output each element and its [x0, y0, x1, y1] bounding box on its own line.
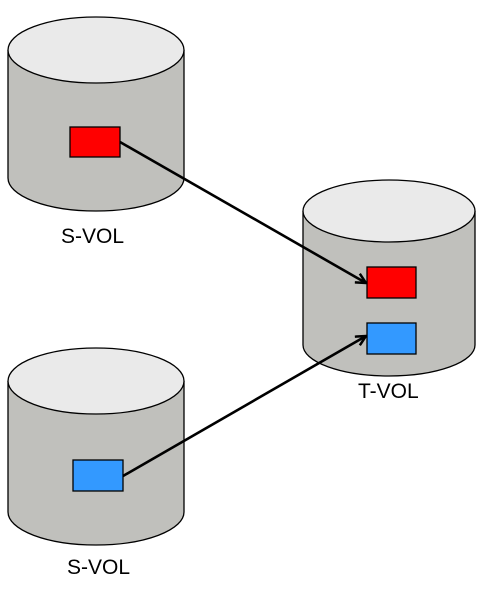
source-volume-1	[7, 16, 185, 212]
source-volume-1-label: S-VOL	[61, 225, 125, 248]
copy-arrow-blue	[122, 336, 366, 478]
red-data-block	[366, 266, 417, 299]
cylinder-top	[7, 347, 185, 415]
cylinder-top	[302, 179, 476, 243]
blue-data-block	[366, 322, 417, 355]
source-volume-2	[7, 347, 185, 546]
source-volume-2-label: S-VOL	[67, 556, 131, 579]
target-volume	[302, 179, 476, 377]
cylinder-top	[7, 16, 185, 84]
target-volume-label: T-VOL	[358, 380, 419, 403]
blue-data-block	[72, 459, 124, 492]
red-data-block	[69, 126, 121, 158]
copy-arrow-red	[119, 140, 366, 283]
